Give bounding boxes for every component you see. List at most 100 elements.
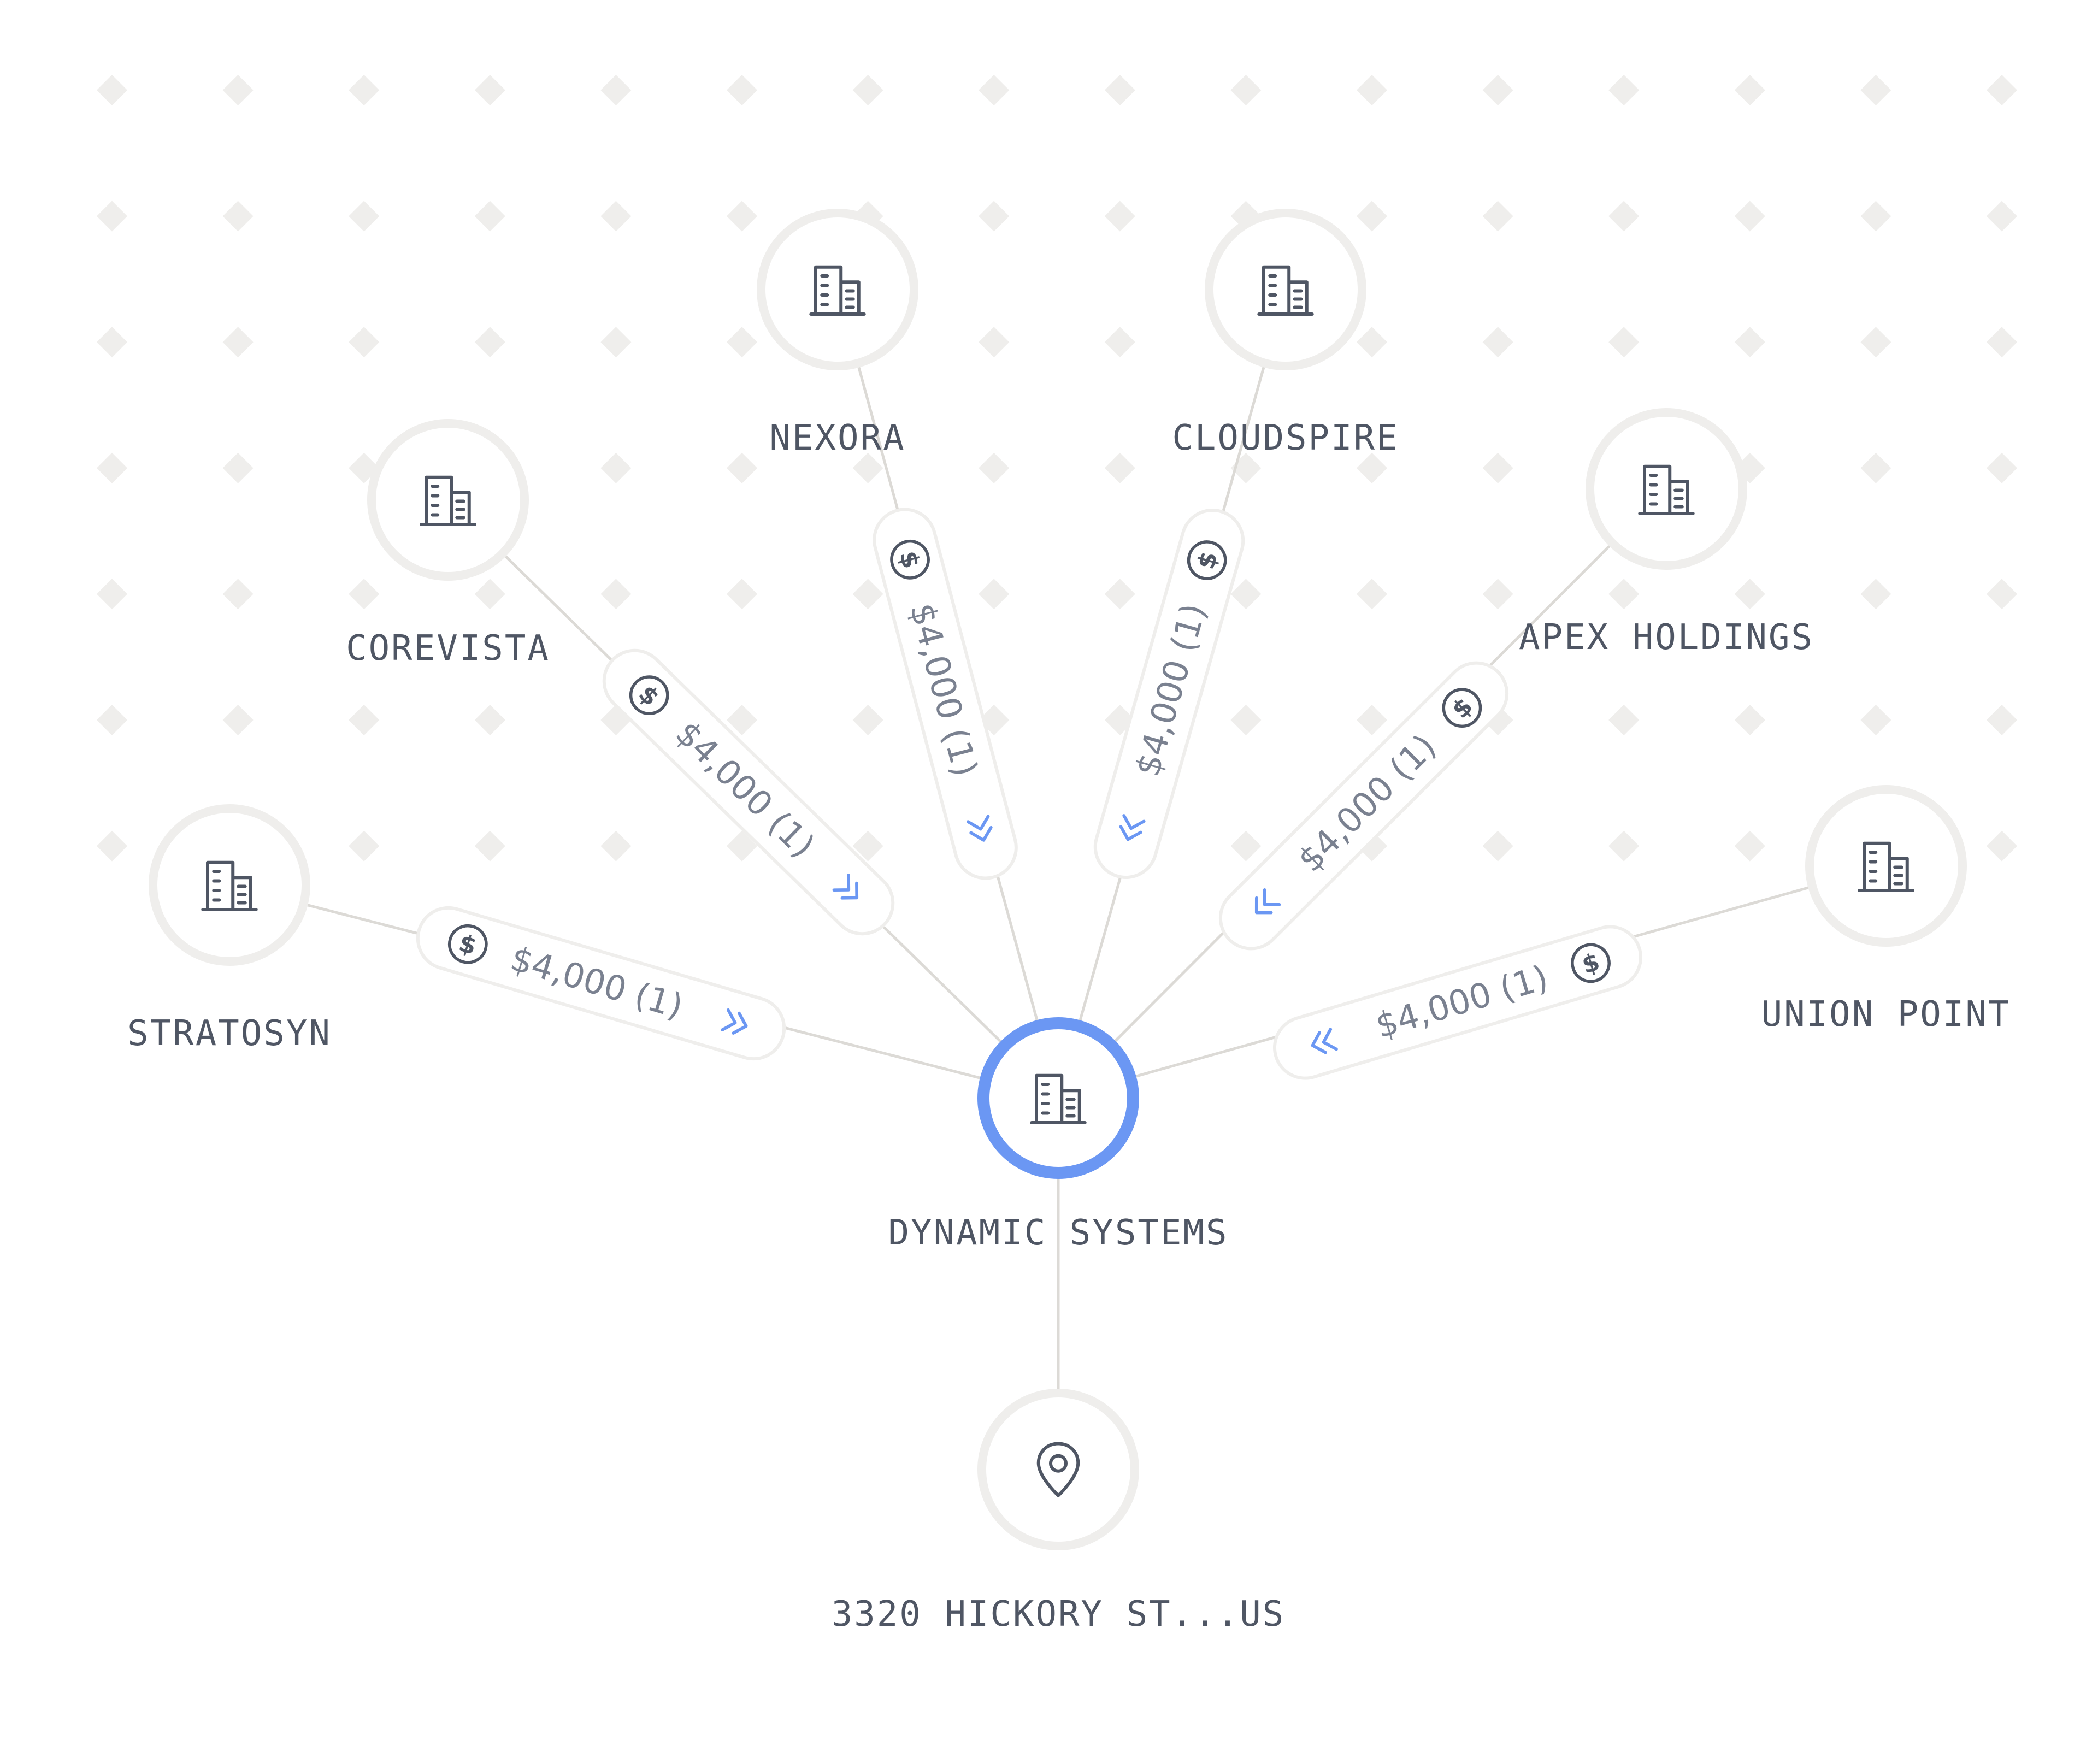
background-dot: [1608, 200, 1640, 232]
background-dot: [1860, 75, 1891, 105]
background-dot: [1357, 327, 1387, 358]
background-dot: [97, 75, 127, 105]
background-dot: [1860, 452, 1891, 483]
background-dot: [1482, 75, 1513, 105]
background-dot: [1357, 705, 1387, 735]
background-dot: [1482, 327, 1513, 358]
background-dot: [1987, 830, 2017, 862]
background-dot: [1482, 452, 1513, 483]
background-dot: [1230, 75, 1262, 105]
node-cloudspire[interactable]: [1205, 209, 1366, 370]
background-dot: [727, 200, 757, 232]
background-dot: [349, 327, 380, 358]
background-dot: [349, 579, 380, 610]
background-dot: [222, 579, 254, 610]
background-dot: [979, 327, 1010, 358]
background-dot: [97, 327, 127, 358]
background-dot: [1987, 579, 2017, 610]
building-icon: [197, 852, 262, 918]
background-dot: [1482, 200, 1513, 232]
background-dot: [1987, 452, 2017, 483]
background-dot: [1860, 327, 1891, 358]
background-dot: [474, 579, 505, 610]
node-label-union-point: UNION POINT: [1761, 994, 2011, 1035]
background-dot: [727, 75, 757, 105]
background-dot: [1608, 75, 1640, 105]
background-dot: [1608, 579, 1640, 610]
background-dot: [1104, 579, 1135, 610]
node-corevista[interactable]: [367, 419, 529, 581]
background-dot: [474, 200, 505, 232]
background-dot: [97, 200, 127, 232]
background-dot: [349, 830, 380, 862]
background-dot: [1608, 327, 1640, 358]
background-dot: [1104, 327, 1135, 358]
node-label-corevista: COREVISTA: [346, 628, 550, 669]
node-nexora[interactable]: [757, 209, 918, 370]
background-dot: [979, 452, 1010, 483]
background-dot: [600, 579, 632, 610]
background-dot: [1734, 705, 1765, 735]
background-dot: [97, 705, 127, 735]
building-icon: [1253, 257, 1318, 322]
background-dot: [979, 579, 1010, 610]
background-dot: [1734, 200, 1765, 232]
background-dot: [222, 75, 254, 105]
background-dot: [474, 830, 505, 862]
background-dot: [222, 705, 254, 735]
background-dot: [852, 75, 883, 105]
background-dot: [727, 579, 757, 610]
building-icon: [805, 257, 870, 322]
node-stratosyn[interactable]: [149, 804, 310, 966]
background-dot: [1357, 75, 1387, 105]
building-icon: [1853, 833, 1919, 899]
background-dot: [1104, 75, 1135, 105]
background-dot: [474, 75, 505, 105]
node-label-dynamic-systems: DYNAMIC SYSTEMS: [888, 1213, 1229, 1253]
background-dot: [222, 200, 254, 232]
building-icon: [415, 467, 481, 533]
background-dot: [1357, 452, 1387, 483]
background-dot: [1734, 830, 1765, 862]
background-dot: [600, 200, 632, 232]
node-label-apex-holdings: APEX HOLDINGS: [1519, 617, 1814, 658]
node-apex-holdings[interactable]: [1586, 408, 1747, 570]
background-dot: [1608, 830, 1640, 862]
background-dot: [979, 75, 1010, 105]
background-dot: [1104, 452, 1135, 483]
background-dot: [97, 452, 127, 483]
background-dot: [474, 705, 505, 735]
background-dot: [852, 452, 883, 483]
background-dot: [1230, 579, 1262, 610]
node-label-nexora: NEXORA: [769, 418, 906, 458]
background-dot: [1230, 705, 1262, 735]
background-dot: [1860, 200, 1891, 232]
background-dot: [1357, 200, 1387, 232]
background-dot: [727, 327, 757, 358]
background-dot: [600, 830, 632, 862]
location-pin-icon: [1036, 1442, 1080, 1497]
background-dot: [97, 830, 127, 862]
node-union-point[interactable]: [1805, 785, 1967, 947]
background-dot: [727, 452, 757, 483]
node-label-address: 3320 HICKORY ST...US: [831, 1594, 1286, 1635]
background-dot: [1608, 705, 1640, 735]
background-dot: [222, 452, 254, 483]
node-label-cloudspire: CLOUDSPIRE: [1172, 418, 1399, 458]
node-address[interactable]: [977, 1389, 1139, 1550]
background-dot: [1357, 579, 1387, 610]
background-dot: [852, 579, 883, 610]
background-dot: [727, 705, 757, 735]
background-dot: [1860, 579, 1891, 610]
background-dot: [852, 830, 883, 862]
node-dynamic-systems[interactable]: [977, 1017, 1139, 1179]
background-dot: [474, 327, 505, 358]
background-dot: [1987, 327, 2017, 358]
background-dot: [97, 579, 127, 610]
background-dot: [222, 327, 254, 358]
building-icon: [1026, 1065, 1091, 1131]
background-dot: [1104, 200, 1135, 232]
building-icon: [1634, 456, 1699, 522]
background-dot: [349, 75, 380, 105]
